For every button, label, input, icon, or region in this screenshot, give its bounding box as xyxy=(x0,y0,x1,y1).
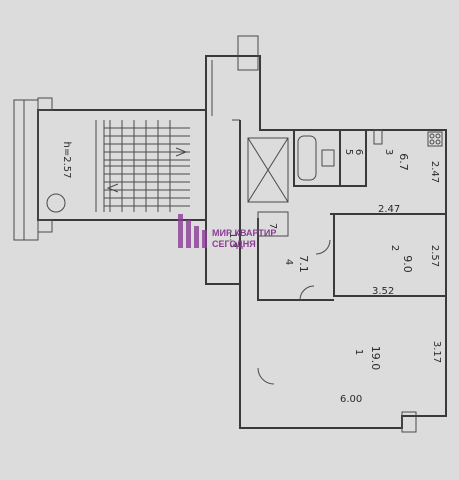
stairwell-circle xyxy=(46,193,66,213)
sink xyxy=(321,149,335,167)
wc-number: 6 xyxy=(353,149,364,155)
staircase: h=2.57 xyxy=(13,97,207,241)
room-1-number: 1 xyxy=(353,349,364,355)
room-1-area: 19.0 xyxy=(369,346,382,371)
room-2-width: 3.52 xyxy=(372,286,394,297)
bathtub xyxy=(297,135,317,181)
stair-steps xyxy=(104,120,190,212)
room-1-depth: 3.17 xyxy=(431,341,442,363)
closet-number: 7 xyxy=(267,223,278,229)
room-4-area: 7.1 xyxy=(297,255,310,273)
watermark-line2: СЕГОДНЯ xyxy=(212,239,256,249)
room-3-width: 2.47 xyxy=(378,204,400,215)
room-3-depth: 2.47 xyxy=(429,161,440,183)
room-3-number: 3 xyxy=(383,149,394,155)
room-4-number: 4 xyxy=(283,259,294,265)
watermark-logo: МИР КВАРТИР СЕГОДНЯ xyxy=(178,214,276,249)
stair-arrow-up xyxy=(175,147,188,157)
bath-number: 5 xyxy=(343,149,354,155)
stair-height-label: h=2.57 xyxy=(61,142,72,179)
room-3-area: 6.7 xyxy=(397,153,410,171)
room-1-width: 6.00 xyxy=(340,394,362,405)
kitchen-sink xyxy=(373,129,383,145)
room-2-depth: 2.57 xyxy=(429,245,440,267)
room-2-number: 2 xyxy=(389,245,400,251)
room-2-area: 9.0 xyxy=(401,255,414,273)
watermark-line1: МИР КВАРТИР xyxy=(212,228,276,238)
closet-area: 1.3 xyxy=(227,232,238,248)
ventilation-shaft xyxy=(247,137,289,203)
stair-arrow-down xyxy=(106,183,119,193)
apartment-walls xyxy=(205,35,447,433)
fixtures xyxy=(297,129,443,181)
stove xyxy=(427,131,443,147)
